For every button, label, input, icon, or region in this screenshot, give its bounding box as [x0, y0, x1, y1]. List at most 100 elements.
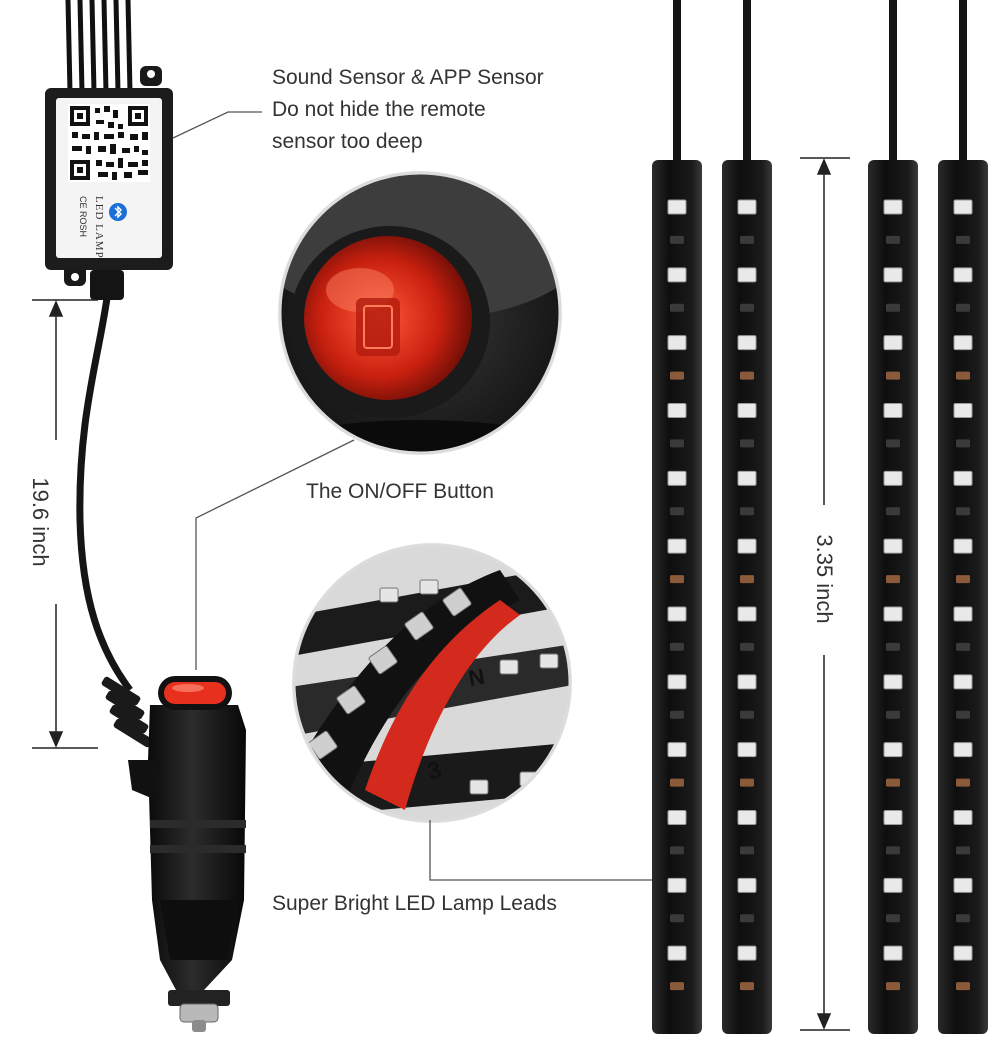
led-chip: [737, 810, 757, 825]
resistor: [670, 235, 684, 244]
resistor: [670, 575, 684, 584]
led-chip: [953, 335, 973, 351]
leader-lines: [172, 111, 680, 881]
led-chip: [953, 470, 973, 486]
led-chip: [883, 810, 903, 825]
cable-length-marker: [32, 299, 98, 749]
led-strips: [652, 0, 988, 1034]
led-chip: [953, 199, 973, 215]
led-chip: [883, 877, 903, 893]
led-chip: [737, 470, 757, 486]
resistor: [886, 846, 900, 855]
led-chip: [667, 538, 687, 554]
led-chip: [737, 267, 757, 283]
resistor: [886, 642, 900, 651]
resistor: [956, 303, 970, 312]
led-strip: [652, 0, 702, 1034]
led-chip: [737, 877, 757, 893]
resistor: [886, 235, 900, 244]
led-chip: [953, 742, 973, 758]
qr-code-icon: [68, 104, 150, 182]
led-chip: [953, 538, 973, 554]
resistor: [740, 575, 754, 584]
input-wires: [65, 0, 133, 93]
resistor: [740, 642, 754, 651]
resistor: [956, 439, 970, 448]
resistor: [740, 778, 754, 787]
led-chip: [667, 945, 687, 961]
led-chip: [737, 674, 757, 690]
led-chip: [883, 674, 903, 690]
sensor-callout-line2: Do not hide the remote: [272, 98, 486, 121]
led-chip: [667, 470, 687, 486]
led-chip: [883, 538, 903, 554]
resistor: [956, 914, 970, 923]
led-strip: [722, 0, 772, 1034]
led-chip: [953, 267, 973, 283]
led-chip: [667, 199, 687, 215]
led-chip: [953, 877, 973, 893]
led-strip: [938, 0, 988, 1034]
resistor: [670, 982, 684, 991]
led-chip: [953, 945, 973, 961]
sensor-callout-line3: sensor too deep: [272, 130, 423, 153]
resistor: [740, 507, 754, 516]
resistor: [956, 778, 970, 787]
led-chip: [883, 945, 903, 961]
resistor: [886, 371, 900, 380]
led-chip: [737, 945, 757, 961]
button-callout: The ON/OFF Button: [306, 480, 494, 503]
resistor: [956, 982, 970, 991]
zoom-leds-detail: 3 N: [292, 543, 572, 823]
led-chip: [883, 199, 903, 215]
resistor: [956, 642, 970, 651]
zoom-button-detail: [278, 171, 562, 455]
resistor: [740, 982, 754, 991]
led-chip: [667, 674, 687, 690]
resistor: [956, 846, 970, 855]
leads-callout: Super Bright LED Lamp Leads: [272, 892, 557, 915]
led-chip: [737, 199, 757, 215]
resistor: [886, 710, 900, 719]
resistor: [886, 575, 900, 584]
led-chip: [667, 267, 687, 283]
resistor: [670, 371, 684, 380]
led-chip: [953, 810, 973, 825]
resistor: [956, 235, 970, 244]
strip-body: [722, 160, 772, 1034]
led-chip: [883, 742, 903, 758]
resistor: [886, 439, 900, 448]
box-cert-text: CE ROSH: [78, 196, 88, 237]
led-chip: [737, 538, 757, 554]
led-chip: [737, 403, 757, 418]
resistor: [956, 575, 970, 584]
led-chip: [883, 267, 903, 283]
cable-length-label: 19.6 inch: [28, 477, 53, 567]
led-chip: [883, 335, 903, 351]
resistor: [670, 642, 684, 651]
resistor: [670, 507, 684, 516]
led-chip: [737, 335, 757, 351]
strip-mark-n: N: [467, 664, 487, 691]
resistor: [740, 914, 754, 923]
led-chip: [953, 606, 973, 622]
led-chip: [953, 674, 973, 690]
led-chip: [737, 742, 757, 758]
resistor: [886, 914, 900, 923]
control-box: LED LAMP CE ROSH: [45, 66, 173, 286]
resistor: [670, 439, 684, 448]
power-cable: [76, 270, 153, 748]
led-chip: [667, 606, 687, 622]
resistor: [740, 439, 754, 448]
resistor: [956, 507, 970, 516]
led-chip: [953, 403, 973, 418]
power-button: [158, 676, 232, 710]
resistor: [886, 778, 900, 787]
led-chip: [883, 470, 903, 486]
strip-body: [652, 160, 702, 1034]
resistor: [740, 846, 754, 855]
led-strip: [868, 0, 918, 1034]
led-chip: [737, 606, 757, 622]
cigarette-plug: [128, 676, 246, 1032]
